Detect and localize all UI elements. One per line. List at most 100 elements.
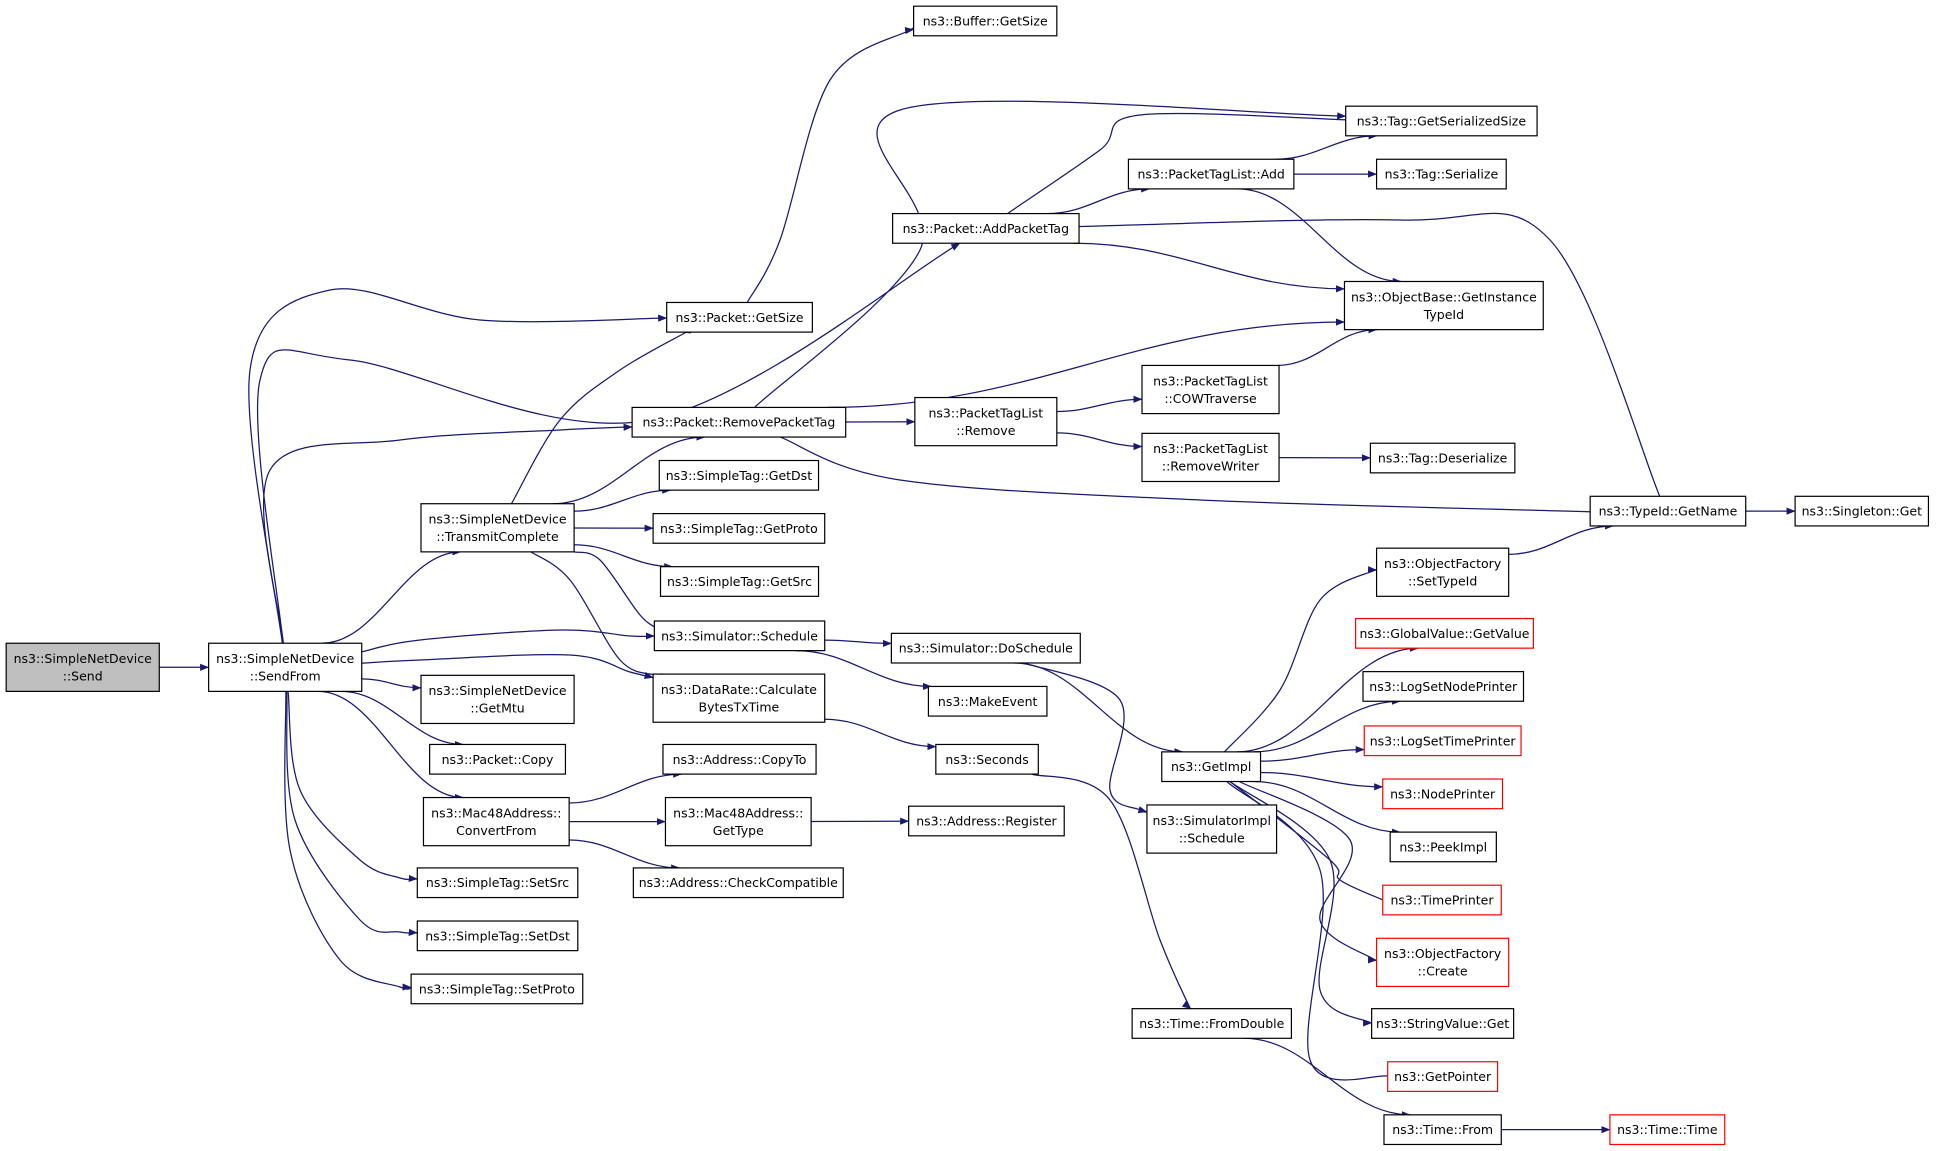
- node-txcomplete[interactable]: ns3::SimpleNetDevice::TransmitComplete: [420, 503, 575, 553]
- node-nodeprinter[interactable]: ns3::NodePrinter: [1382, 778, 1504, 810]
- node-pktcopy[interactable]: ns3::Packet::Copy: [429, 743, 567, 775]
- node-simimplschedule[interactable]: ns3::SimulatorImpl::Schedule: [1146, 804, 1278, 854]
- node-label: ns3::Simulator::DoSchedule: [899, 641, 1073, 656]
- node-box: [1382, 884, 1502, 916]
- edge-sendfrom-to-txcomplete: [321, 548, 462, 644]
- node-timeprinter[interactable]: ns3::TimePrinter: [1382, 884, 1502, 916]
- node-removewriter[interactable]: ns3::PacketTagList::RemoveWriter: [1141, 432, 1280, 483]
- node-gvgetvalue[interactable]: ns3::GlobalValue::GetValue: [1354, 617, 1534, 649]
- node-schedule[interactable]: ns3::Simulator::Schedule: [653, 620, 826, 652]
- edge-schedule-to-makeevent: [795, 650, 932, 691]
- node-getdst[interactable]: ns3::SimpleTag::GetDst: [658, 459, 820, 491]
- node-getimpl[interactable]: ns3::GetImpl: [1161, 751, 1262, 783]
- node-timetime[interactable]: ns3::Time::Time: [1609, 1114, 1726, 1146]
- node-getproto[interactable]: ns3::SimpleTag::GetProto: [652, 512, 826, 544]
- node-pktgetsize[interactable]: ns3::Packet::GetSize: [666, 301, 813, 333]
- node-label: BytesTxTime: [699, 699, 780, 714]
- node-tagdeserialize[interactable]: ns3::Tag::Deserialize: [1369, 442, 1516, 474]
- edge-txcomplete-to-getdst: [574, 486, 672, 512]
- node-box: [1375, 937, 1510, 988]
- nodes-layer: ns3::SimpleNetDevice::Sendns3::SimpleNet…: [5, 5, 1930, 1146]
- node-addpkttag[interactable]: ns3::Packet::AddPacketTag: [892, 212, 1080, 244]
- edge-getimpl-to-nodeprinter: [1260, 771, 1384, 791]
- node-stringvalueget[interactable]: ns3::StringValue::Get: [1371, 1008, 1515, 1039]
- edge-txcomplete-to-removepkttag: [552, 433, 706, 505]
- node-setproto[interactable]: ns3::SimpleTag::SetProto: [410, 973, 584, 1005]
- edge-convertfrom-to-checkcompat: [569, 839, 681, 872]
- node-box: [1383, 1114, 1502, 1146]
- edge-sendfrom-to-getmtu: [361, 678, 422, 692]
- edge-txcomplete-to-datarate: [530, 551, 663, 681]
- node-getsrc[interactable]: ns3::SimpleTag::GetSrc: [659, 566, 820, 597]
- node-ptlremove[interactable]: ns3::PacketTagList::Remove: [914, 396, 1058, 447]
- edge-ptlremove-to-cowtraverse: [1056, 395, 1143, 413]
- edge-schedule-to-doschedule: [824, 639, 892, 648]
- node-send[interactable]: ns3::SimpleNetDevice::Send: [5, 642, 160, 692]
- node-copyto[interactable]: ns3::Address::CopyTo: [662, 743, 817, 775]
- node-label: ns3::Tag::Deserialize: [1378, 451, 1508, 466]
- node-ptladd[interactable]: ns3::PacketTagList::Add: [1127, 158, 1295, 190]
- node-timefrom[interactable]: ns3::Time::From: [1383, 1114, 1502, 1146]
- node-setdst[interactable]: ns3::SimpleTag::SetDst: [416, 920, 579, 952]
- node-tagserialize[interactable]: ns3::Tag::Serialize: [1375, 158, 1507, 190]
- node-logsetnode[interactable]: ns3::LogSetNodePrinter: [1362, 671, 1525, 702]
- node-removepkttag[interactable]: ns3::Packet::RemovePacketTag: [631, 406, 847, 438]
- node-checkcompat[interactable]: ns3::Address::CheckCompatible: [632, 867, 844, 899]
- edge-sendfrom-to-setsrc: [287, 691, 418, 883]
- node-label: ns3::PacketTagList: [928, 405, 1043, 420]
- node-label: ::GetMtu: [470, 701, 524, 716]
- node-setsrc[interactable]: ns3::SimpleTag::SetSrc: [416, 867, 579, 899]
- node-label: ns3::GlobalValue::GetValue: [1359, 626, 1529, 641]
- edge-removepkttag-to-getinstancetype: [828, 318, 1345, 409]
- node-label: ::TransmitComplete: [436, 529, 559, 544]
- node-label: ns3::SimpleNetDevice: [216, 651, 354, 666]
- node-label: ns3::PacketTagList::Add: [1137, 167, 1284, 182]
- edge-sendfrom-to-convertfrom: [318, 690, 464, 802]
- node-box: [658, 459, 820, 491]
- edge-getimpl-to-peekimpl: [1253, 780, 1401, 836]
- node-mac48gettype[interactable]: ns3::Mac48Address::GetType: [664, 796, 812, 847]
- node-label: ns3::SimpleTag::SetProto: [419, 981, 575, 996]
- node-label: ::RemoveWriter: [1162, 459, 1260, 474]
- node-ofcreate[interactable]: ns3::ObjectFactory::Create: [1375, 937, 1510, 988]
- node-convertfrom[interactable]: ns3::Mac48Address::ConvertFrom: [422, 796, 570, 847]
- node-addrregister[interactable]: ns3::Address::Register: [908, 805, 1065, 837]
- node-box: [664, 796, 812, 847]
- node-label: ns3::SimpleNetDevice: [14, 651, 152, 666]
- node-tagserialsize[interactable]: ns3::Tag::GetSerializedSize: [1345, 105, 1538, 137]
- node-getmtu[interactable]: ns3::SimpleNetDevice::GetMtu: [420, 674, 575, 725]
- node-label: ns3::Buffer::GetSize: [923, 13, 1048, 28]
- node-box: [422, 796, 570, 847]
- node-typeidgetname[interactable]: ns3::TypeId::GetName: [1589, 495, 1747, 527]
- node-peekimpl[interactable]: ns3::PeekImpl: [1389, 831, 1497, 863]
- node-box: [429, 743, 567, 775]
- node-label: ns3::Address::CopyTo: [673, 752, 807, 767]
- node-sendfrom[interactable]: ns3::SimpleNetDevice::SendFrom: [208, 642, 363, 692]
- node-label: ns3::SimpleTag::SetDst: [425, 928, 570, 943]
- node-doschedule[interactable]: ns3::Simulator::DoSchedule: [890, 632, 1081, 664]
- node-makeevent[interactable]: ns3::MakeEvent: [927, 685, 1048, 717]
- node-label: ns3::Address::Register: [916, 814, 1057, 829]
- node-ofsettypeid[interactable]: ns3::ObjectFactory::SetTypeId: [1375, 547, 1510, 597]
- node-seconds[interactable]: ns3::Seconds: [935, 743, 1039, 775]
- node-label: ns3::Time::Time: [1617, 1122, 1718, 1137]
- node-fromdouble[interactable]: ns3::Time::FromDouble: [1131, 1008, 1292, 1039]
- node-box: [653, 620, 826, 652]
- node-bufgetsize[interactable]: ns3::Buffer::GetSize: [913, 5, 1058, 37]
- node-box: [908, 805, 1065, 837]
- node-getpointer[interactable]: ns3::GetPointer: [1387, 1061, 1499, 1092]
- node-label: ns3::Packet::AddPacketTag: [903, 221, 1069, 236]
- edges-layer: [159, 25, 1796, 1134]
- node-logsettime[interactable]: ns3::LogSetTimePrinter: [1363, 725, 1522, 757]
- node-box: [410, 973, 584, 1005]
- node-singletonget[interactable]: ns3::Singleton::Get: [1794, 495, 1930, 527]
- node-box: [1141, 364, 1280, 415]
- node-box: [1127, 158, 1295, 190]
- node-label: ns3::SimpleNetDevice: [428, 683, 566, 698]
- node-label: ns3::PeekImpl: [1399, 839, 1487, 854]
- node-box: [420, 674, 575, 725]
- node-box: [632, 867, 844, 899]
- node-cowtraverse[interactable]: ns3::PacketTagList::COWTraverse: [1141, 364, 1280, 415]
